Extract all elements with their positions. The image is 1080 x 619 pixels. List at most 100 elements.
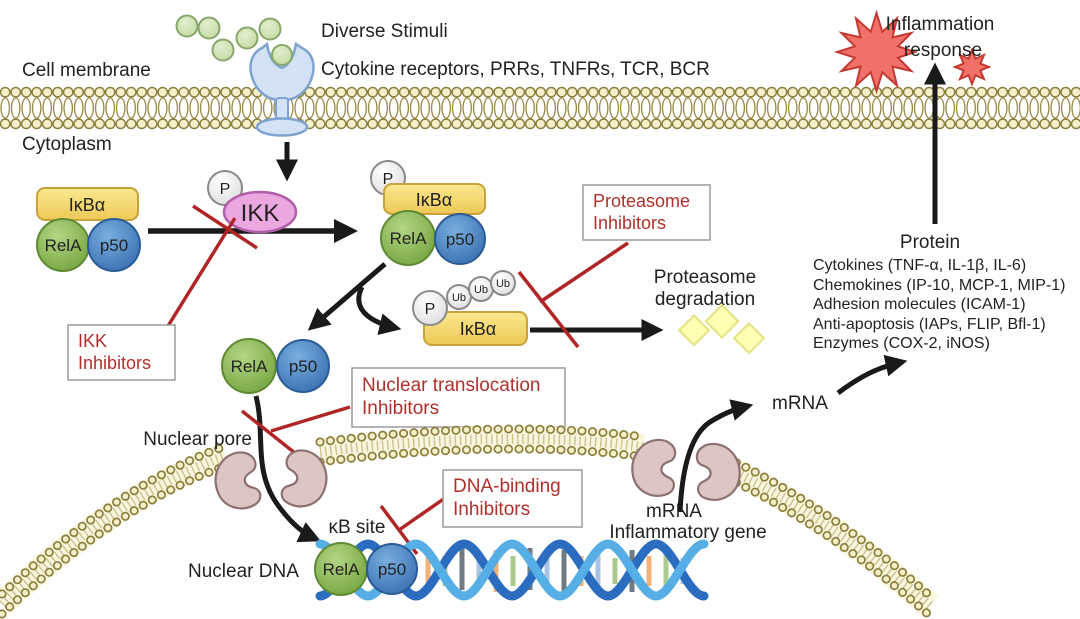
p50-label: p50 — [289, 357, 317, 376]
protein-list: Cytokines (TNF-α, IL-1β, IL-6) Chemokine… — [813, 257, 1066, 352]
nuclear-translocation-inhibitors-box: Nuclear translocation Inhibitors — [351, 367, 566, 428]
ikk-ellipse — [222, 190, 298, 234]
degradation-fragments — [677, 303, 766, 355]
protein-item: Cytokines (TNF-α, IL-1β, IL-6) — [813, 257, 1026, 274]
p50-label: p50 — [446, 230, 474, 249]
ikba-box — [423, 311, 528, 346]
kb-site-label: κB site — [328, 517, 385, 538]
protein-item: Chemokines (IP-10, MCP-1, MIP-1) — [813, 277, 1066, 294]
protein-title: Protein — [900, 232, 960, 253]
ikk-inhibition-crossbar — [192, 204, 258, 250]
ikk-inhibitors-box: IKK Inhibitors — [67, 324, 176, 381]
inflammation-response-line1: Inflammation — [886, 14, 995, 35]
nfkb-complex-phosphorylated: P IκBα RelA p50 — [370, 160, 486, 266]
ikk-inhibitors-line2: Inhibitors — [78, 353, 151, 373]
arrow-release-dimer — [307, 262, 387, 331]
cytoplasm-label: Cytoplasm — [22, 134, 112, 155]
nuclear-pore-1 — [210, 447, 332, 513]
nuclear-pore-label: Nuclear pore — [143, 429, 252, 450]
nuclear-membrane-segment — [0, 441, 231, 619]
fragment-diamond-icon — [704, 303, 740, 339]
ligand-cluster — [175, 14, 282, 62]
arrow-to-ubiquitinated-ikba — [356, 285, 402, 335]
plasma-membrane — [0, 85, 1080, 131]
ikk-complex: P IKK — [207, 170, 298, 234]
nuclear-translocation-inhibitors-line1: Nuclear translocation — [362, 375, 540, 396]
pore-bean-icon — [694, 441, 743, 502]
phosphate-circle — [412, 290, 448, 326]
dna-binding-inhibitors-line2: Inhibitors — [453, 499, 530, 520]
free-nfkb-dimer: RelA p50 — [221, 338, 330, 394]
ikk-inhibition-line — [166, 217, 237, 327]
inflammation-starburst-icon — [833, 9, 919, 95]
proteasome-inhibitors-line2: Inhibitors — [593, 213, 666, 233]
ubiquitin-label: Ub — [474, 284, 488, 296]
ikba-box — [36, 187, 139, 221]
nuclear-envelope — [0, 424, 939, 619]
ikba-label: IκBα — [69, 195, 105, 215]
cytoplasm-mrna-label: mRNA — [772, 393, 828, 414]
proteasome-inhibition-line — [539, 241, 629, 304]
rela-label: RelA — [323, 560, 361, 579]
rela-label: RelA — [45, 236, 83, 255]
proteasome-inhibitors-line1: Proteasome — [593, 191, 690, 211]
receptor-icon — [249, 41, 315, 137]
receptor-base — [255, 117, 309, 137]
nucleus-mrna-label: mRNA — [646, 501, 702, 522]
nfkb-complex-inactive: IκBα RelA p50 — [36, 187, 141, 272]
nuclear-translocation-inhibitors-line2: Inhibitors — [362, 398, 439, 419]
inflammatory-gene-label: Inflammatory gene — [609, 522, 766, 543]
phosphate-label: P — [425, 301, 436, 318]
dna-bound-nfkb-dimer: RelA p50 — [314, 542, 418, 596]
nuclear-dna-label: Nuclear DNA — [188, 561, 299, 582]
translocation-inhibition-line — [270, 405, 351, 433]
inhibitor-box-frame — [67, 324, 176, 381]
inhibitor-box-frame — [442, 469, 583, 528]
ikk-label: IKK — [241, 200, 280, 227]
dna-binding-inhibitors-line1: DNA-binding — [453, 476, 561, 497]
arrow-mrna-export — [677, 399, 754, 513]
ikba-box — [383, 183, 486, 215]
protein-item: Anti-apoptosis (IAPs, FLIP, Bfl-1) — [813, 316, 1046, 333]
p50-circle — [276, 339, 330, 393]
p50-circle — [434, 213, 486, 265]
protein-item: Adhesion molecules (ICAM-1) — [813, 296, 1026, 313]
ligand-icon — [271, 44, 293, 66]
p50-circle — [87, 218, 141, 272]
inhibitor-box-frame — [351, 367, 566, 428]
proteasome-degradation-line2: degradation — [655, 289, 755, 310]
nuclear-membrane-segment — [721, 453, 939, 619]
ubiquitin-label: Ub — [496, 278, 510, 290]
arrow-mrna-to-protein — [836, 354, 908, 396]
ubiquitin-circle — [490, 270, 516, 296]
diverse-stimuli-label: Diverse Stimuli — [321, 21, 448, 42]
fragment-diamond-icon — [732, 322, 766, 355]
p50-label: p50 — [378, 560, 406, 579]
rela-label: RelA — [390, 229, 428, 248]
inhibitor-box-frame — [582, 184, 711, 241]
rela-label: RelA — [231, 357, 269, 376]
ligand-icon — [197, 16, 221, 40]
p50-label: p50 — [100, 236, 128, 255]
proteasome-inhibitors-box: Proteasome Inhibitors — [582, 184, 711, 241]
proteasome-degradation-line1: Proteasome — [654, 267, 756, 288]
dna-binding-inhibitors-box: DNA-binding Inhibitors — [442, 469, 583, 528]
inflammation-response-line2: response — [904, 40, 982, 61]
ubiquitinated-ikba: P Ub Ub Ub IκBα — [412, 270, 528, 346]
nuclear-membrane-segment — [315, 424, 648, 467]
ikba-label: IκBα — [416, 190, 452, 210]
dna-binding-inhibition-line — [398, 496, 446, 532]
ikba-label: IκBα — [460, 319, 496, 339]
ligand-icon — [235, 26, 259, 50]
receptor-types-label: Cytokine receptors, PRRs, TNFRs, TCR, BC… — [321, 59, 710, 80]
proteasome-inhibition-crossbar — [517, 270, 580, 349]
p50-circle — [366, 543, 418, 595]
ligand-icon — [175, 14, 199, 38]
ligand-icon — [211, 38, 235, 62]
phosphate-label: P — [220, 181, 231, 198]
protein-item: Enzymes (COX-2, iNOS) — [813, 335, 990, 352]
receptor-cup — [249, 41, 315, 102]
inflammation-starburst-small-icon — [952, 47, 992, 87]
ubiquitin-label: Ub — [452, 292, 466, 304]
